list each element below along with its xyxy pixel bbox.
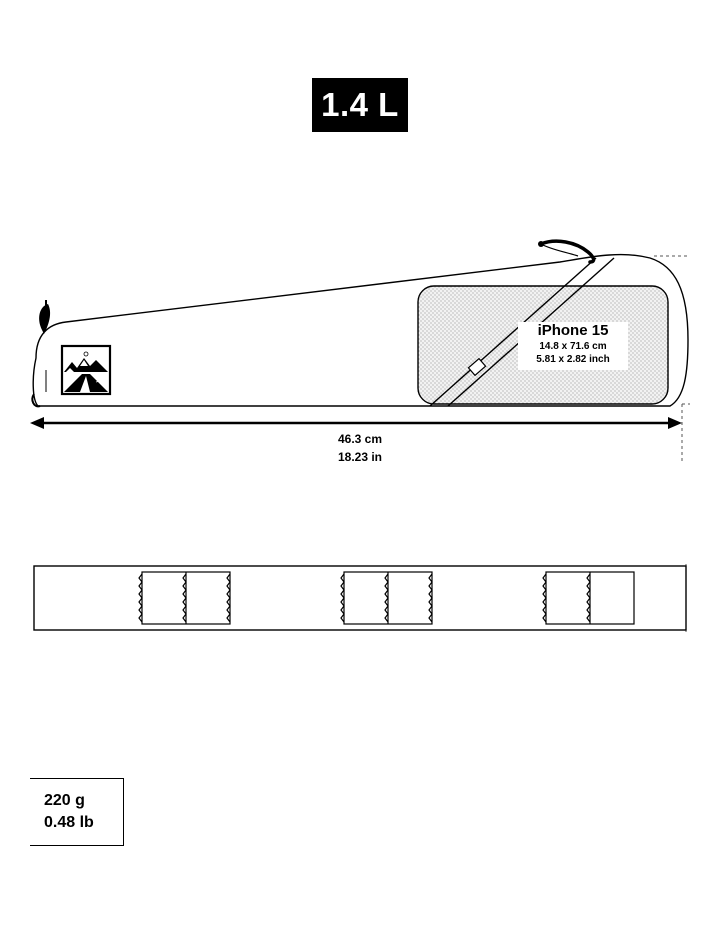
- bag-top-view: [33, 565, 687, 631]
- velcro-strap-icon: [340, 571, 433, 625]
- capacity-badge: 1.4 L: [312, 78, 408, 132]
- weight-pounds: 0.48 lb: [44, 814, 94, 831]
- velcro-strap-icon: [542, 571, 635, 625]
- phone-size-in: 5.81 x 2.82 inch: [536, 354, 610, 365]
- zipper-pull-icon: [31, 300, 51, 408]
- phone-name: iPhone 15: [537, 322, 609, 339]
- double-arrow-icon: [30, 417, 682, 429]
- length-in: 18.23 in: [337, 450, 383, 464]
- weight-grams: 220 g: [44, 792, 85, 809]
- phone-size-cm: 14.8 x 71.6 cm: [539, 341, 607, 352]
- weight-box: 220 g 0.48 lb: [30, 778, 124, 846]
- velcro-strap-icon: [138, 571, 231, 625]
- phone-callout: iPhone 15 14.8 x 71.6 cm 5.81 x 2.82 inc…: [518, 322, 628, 370]
- capacity-label: 1.4 L: [321, 86, 399, 123]
- length-cm: 46.3 cm: [337, 432, 383, 446]
- mountain-logo-icon: [60, 344, 112, 396]
